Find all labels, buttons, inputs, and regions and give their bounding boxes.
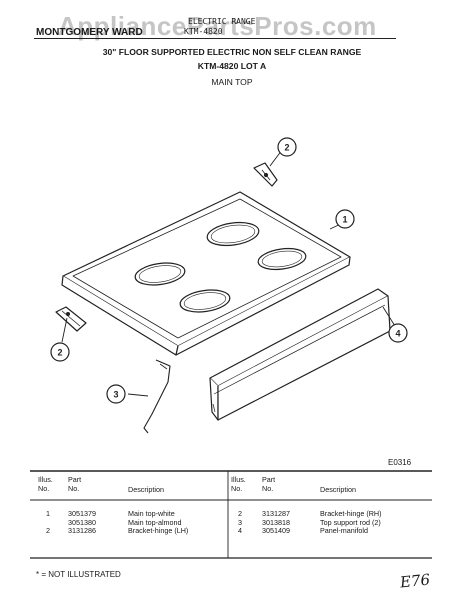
- handwritten-note: E76: [399, 570, 431, 592]
- bracket-hinge-lh: [55, 306, 87, 332]
- table-rules: [30, 470, 432, 559]
- model-code: KTM-4820: [184, 27, 223, 36]
- main-top-part: [61, 191, 351, 356]
- bracket-hinge-rh: [253, 162, 278, 187]
- section-name: MAIN TOP: [211, 77, 253, 87]
- header-description: Description: [320, 485, 356, 494]
- brand-name: MONTGOMERY WARD: [36, 27, 143, 38]
- callout-label: 2: [284, 143, 289, 153]
- callout-circle: [388, 323, 408, 343]
- product-line: ELECTRIC RANGE: [188, 17, 256, 26]
- callout-label: 2: [57, 348, 62, 358]
- callout-label: 3: [113, 390, 118, 400]
- right-illus-column: 2 3 4: [238, 509, 242, 535]
- not-illustrated-note: * = NOT ILLUSTRATED: [36, 570, 121, 579]
- header-description: Description: [128, 485, 164, 494]
- callout-circle: [50, 342, 70, 362]
- callout-label: 4: [395, 329, 400, 339]
- header-illus-no: Illus. No.: [231, 475, 246, 493]
- left-description-column: Main top-white Main top-almond Bracket-h…: [128, 509, 189, 535]
- model-lot: KTM-4820 LOT A: [197, 61, 267, 71]
- drawing-code: E0316: [388, 458, 412, 467]
- callout-label: 1: [342, 215, 347, 225]
- header-rule: [34, 38, 396, 39]
- callout-circle: [106, 384, 126, 404]
- left-illus-column: 1 2: [46, 509, 50, 535]
- callout-circle: [335, 209, 355, 229]
- header-part-no: Part No.: [262, 475, 276, 493]
- header-illus-no: Illus. No.: [38, 475, 53, 493]
- right-part-column: 3131287 3013818 3051409: [262, 509, 290, 535]
- left-part-column: 3051379 3051380 3131286: [68, 509, 96, 535]
- top-support-rod: [143, 359, 171, 434]
- right-description-column: Bracket-hinge (RH) Top support rod (2) P…: [320, 509, 382, 535]
- panel-manifold: [209, 288, 391, 421]
- callout-circle: [277, 137, 297, 157]
- header-part-no: Part No.: [68, 475, 82, 493]
- page-title: 30" FLOOR SUPPORTED ELECTRIC NON SELF CL…: [102, 47, 362, 57]
